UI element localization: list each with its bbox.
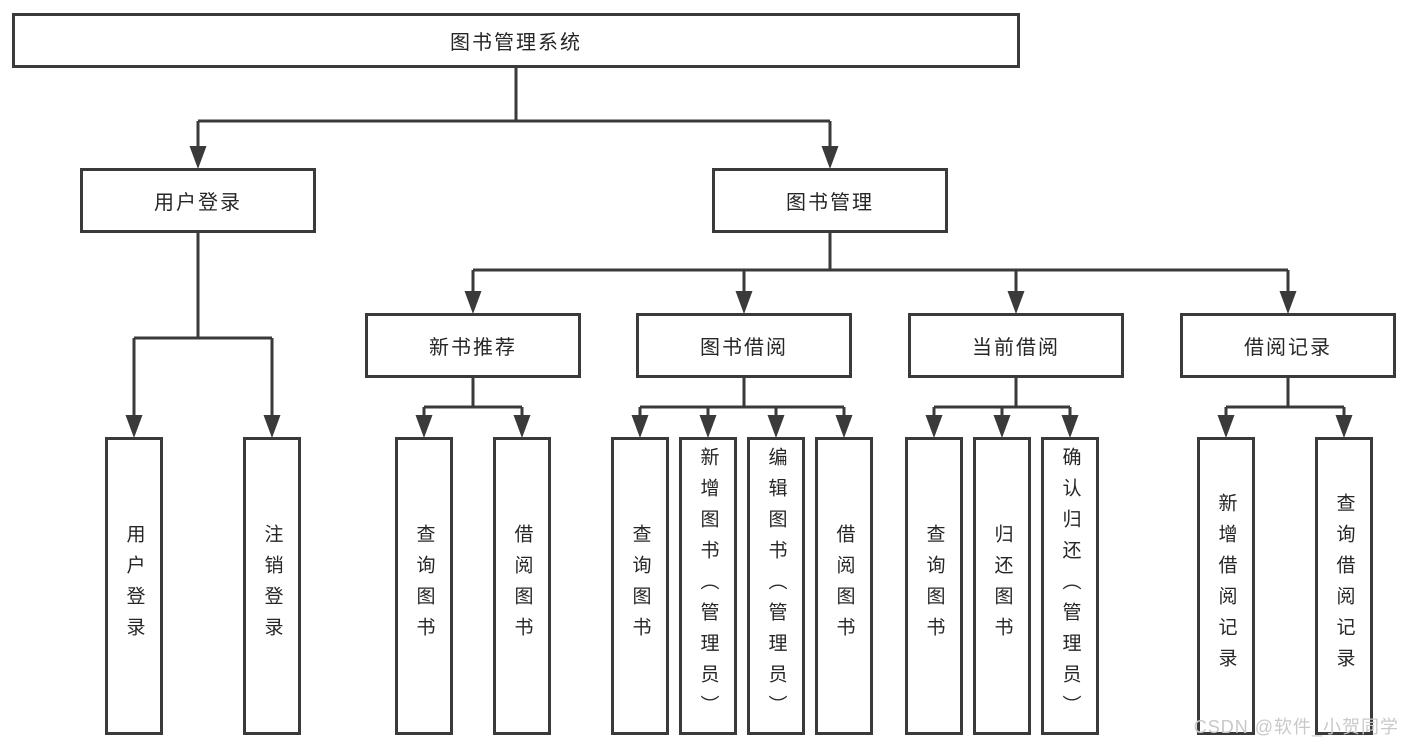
node-current-borrow: 当前借阅 [908,313,1124,378]
leaf-edit-book-admin: 编辑图书（管理员） [747,437,805,735]
connector-current-to-leaves [932,378,1072,416]
leaf-return-books: 归还图书 [973,437,1031,735]
connector-newbooks-to-leaves [422,378,524,416]
leaf-logout: 注销登录 [243,437,301,735]
leaf-borrow-books: 借阅图书 [815,437,873,735]
connector-bookmgmt-to-level3 [471,233,1290,292]
node-user-login: 用户登录 [80,168,316,233]
connector-records-to-leaves [1224,378,1346,416]
leaf-query-borrow-record: 查询借阅记录 [1315,437,1373,735]
node-borrow-records: 借阅记录 [1180,313,1396,378]
leaf-add-borrow-record: 新增借阅记录 [1197,437,1255,735]
leaf-user-login: 用户登录 [105,437,163,735]
leaf-confirm-return-admin: 确认归还（管理员） [1041,437,1099,735]
connector-root-to-level2 [196,68,832,147]
csdn-watermark: CSDN @软件_小贺同学 [1193,717,1399,737]
connector-borrow-to-leaves [638,378,846,416]
leaf-query-books-recommend: 查询图书 [395,437,453,735]
node-book-borrow: 图书借阅 [636,313,852,378]
connector-userlogin-to-leaves [132,233,274,416]
node-new-book-recommend: 新书推荐 [365,313,581,378]
node-book-management: 图书管理 [712,168,948,233]
leaf-query-books-current: 查询图书 [905,437,963,735]
arrowheads [125,146,1353,438]
leaf-add-book-admin: 新增图书（管理员） [679,437,737,735]
node-root: 图书管理系统 [12,13,1020,68]
leaf-query-books-borrow: 查询图书 [611,437,669,735]
leaf-borrow-books-recommend: 借阅图书 [493,437,551,735]
